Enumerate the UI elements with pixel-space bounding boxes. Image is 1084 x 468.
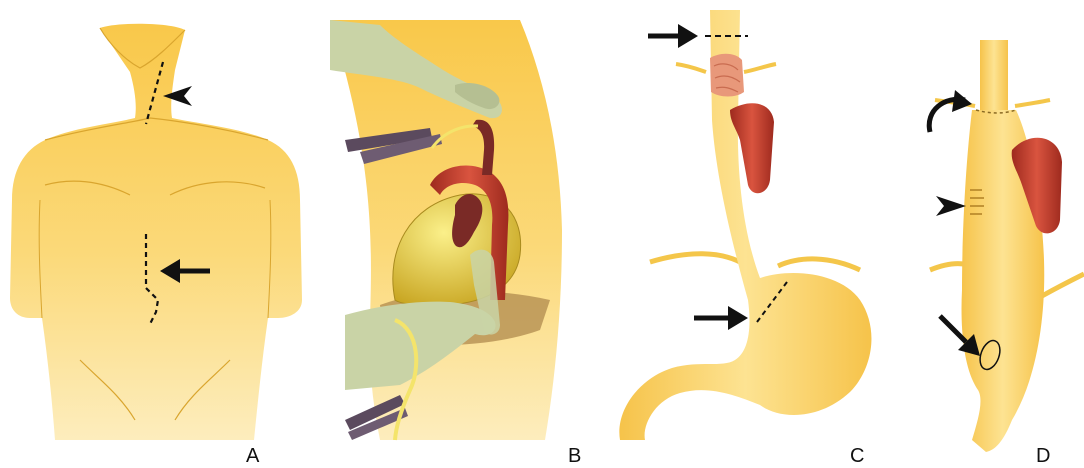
tumor bbox=[710, 54, 744, 97]
arrowhead-icon bbox=[936, 196, 966, 216]
upper-clip-left bbox=[676, 64, 706, 72]
panel-label-d: D bbox=[1036, 445, 1050, 467]
upper-clip-right-d bbox=[1015, 100, 1050, 106]
panel-b: B bbox=[330, 20, 581, 467]
panel-label-c: C bbox=[850, 445, 864, 467]
curved-arrow-icon bbox=[929, 90, 972, 132]
diaphragm-right-d bbox=[1042, 274, 1084, 296]
panel-a: A bbox=[10, 24, 302, 467]
panel-d: D bbox=[929, 40, 1084, 467]
lower-arrow-icon bbox=[694, 306, 748, 330]
panel-c: C bbox=[619, 10, 871, 467]
panel-label-b: B bbox=[568, 445, 581, 467]
panel-label-a: A bbox=[246, 445, 260, 467]
diaphragm-left bbox=[650, 254, 740, 262]
upper-arrow-icon bbox=[648, 24, 698, 48]
esophagus-stomach bbox=[619, 10, 871, 440]
diaphragm-right bbox=[778, 259, 860, 270]
torso bbox=[10, 24, 302, 440]
upper-clip-right bbox=[744, 64, 776, 72]
esophageal-remnant bbox=[980, 40, 1008, 110]
